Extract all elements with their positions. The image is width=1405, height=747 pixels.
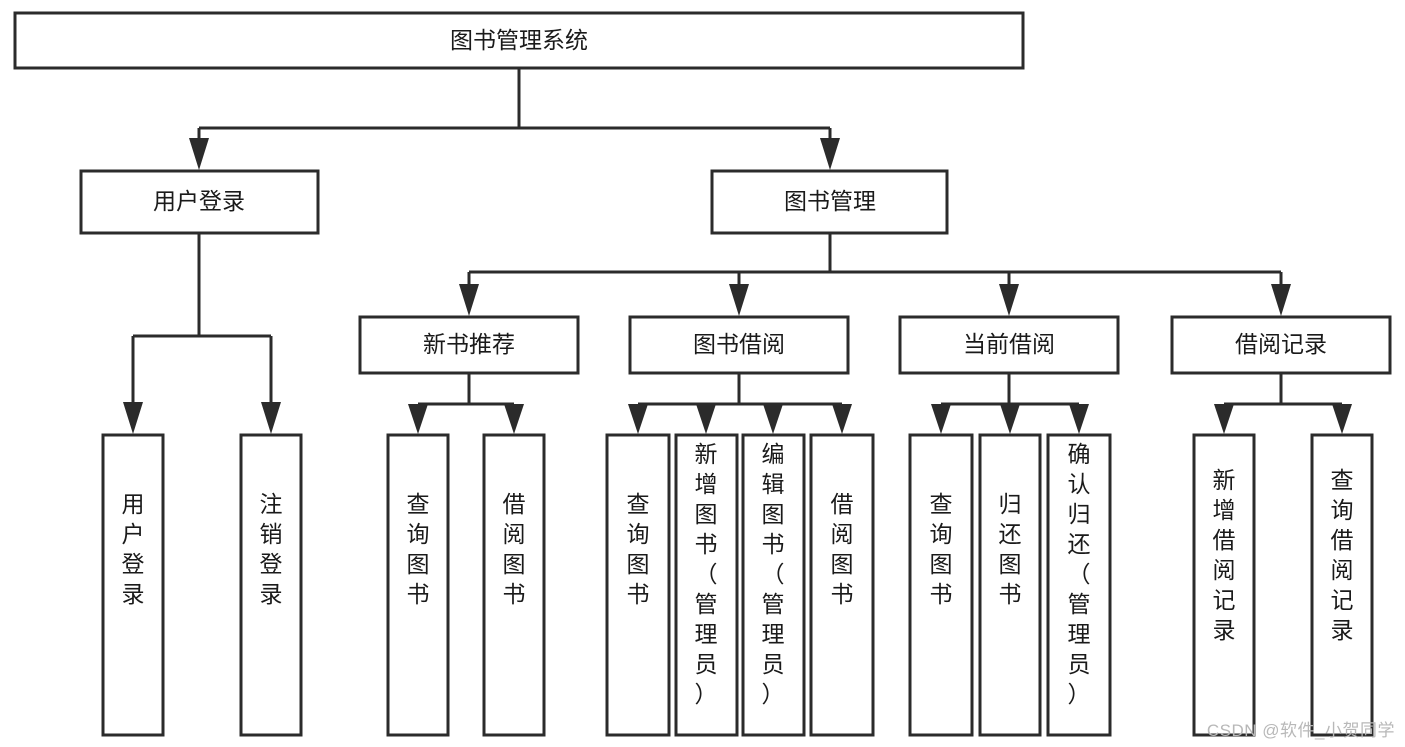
node-root-system[interactable]: 图书管理系统: [13, 11, 1025, 70]
arrowhead-leaf-user-login: [123, 402, 143, 434]
arrowhead-current-borrow: [999, 284, 1019, 316]
leaf-add-book-admin[interactable]: 新增图书（管理员）: [674, 433, 739, 737]
leaf-box-edit-book-admin[interactable]: [741, 433, 806, 737]
node-label-book-borrow: 图书借阅: [693, 331, 785, 357]
node-label-new-book-recommend: 新书推荐: [423, 331, 515, 357]
leaf-box-confirm-return-admin[interactable]: [1046, 433, 1112, 737]
node-box-new-book-recommend[interactable]: [358, 315, 580, 375]
node-label-root: 图书管理系统: [450, 27, 588, 53]
leaf-box-return-book[interactable]: [978, 433, 1042, 737]
leaf-add-borrow-record[interactable]: 新增借阅记录: [1192, 433, 1256, 737]
leaf-label-borrow-book: 借阅图书: [831, 491, 854, 607]
arrowhead-bookborrow-leaf-1: [628, 404, 648, 434]
leaf-confirm-return-admin[interactable]: 确认归还（管理员）: [1046, 433, 1112, 737]
leaf-box-borrow-book-newrec[interactable]: [482, 433, 546, 737]
leaf-query-borrow-record[interactable]: 查询借阅记录: [1310, 433, 1374, 737]
leaf-box-add-book-admin[interactable]: [674, 433, 739, 737]
arrowhead-bookborrow-leaf-3: [763, 404, 783, 434]
leaf-label-query-borrow-record: 查询借阅记录: [1331, 467, 1354, 643]
leaf-box-user-login[interactable]: [101, 433, 165, 737]
leaf-user-login[interactable]: 用户登录: [101, 433, 165, 737]
leaf-box-add-borrow-record[interactable]: [1192, 433, 1256, 737]
arrowhead-borrow-record: [1271, 284, 1291, 316]
leaf-label-query-book-current: 查询图书: [930, 491, 953, 607]
node-label-user-login: 用户登录: [153, 188, 245, 214]
leaf-query-book-newrec[interactable]: 查询图书: [386, 433, 450, 737]
leaf-box-borrow-book[interactable]: [809, 433, 875, 737]
node-box-root[interactable]: [13, 11, 1025, 70]
leaf-label-edit-book-admin: 编辑图书（管理员）: [762, 441, 785, 707]
leaf-return-book[interactable]: 归还图书: [978, 433, 1042, 737]
arrowhead-bookborrow-leaf-4: [832, 404, 852, 434]
arrowhead-currentborrow-leaf-1: [931, 404, 951, 434]
leaf-borrow-book-newrec[interactable]: 借阅图书: [482, 433, 546, 737]
leaf-label-confirm-return-admin: 确认归还（管理员）: [1068, 441, 1091, 707]
arrowhead-newbook-leaf-2: [504, 404, 524, 434]
node-new-book-recommend[interactable]: 新书推荐: [358, 315, 580, 375]
node-box-borrow-record[interactable]: [1170, 315, 1392, 375]
leaf-box-query-borrow-record[interactable]: [1310, 433, 1374, 737]
leaf-label-add-borrow-record: 新增借阅记录: [1213, 467, 1236, 643]
arrowhead-leaf-logout: [261, 402, 281, 434]
leaf-box-logout[interactable]: [239, 433, 303, 737]
leaf-borrow-book[interactable]: 借阅图书: [809, 433, 875, 737]
node-label-borrow-record: 借阅记录: [1235, 331, 1327, 357]
arrowhead-currentborrow-leaf-2: [1000, 404, 1020, 434]
leaf-label-user-login: 用户登录: [122, 491, 145, 607]
connector-layer: [123, 68, 1352, 434]
node-book-management[interactable]: 图书管理: [710, 169, 949, 235]
arrowhead-bookborrow-leaf-2: [696, 404, 716, 434]
node-box-current-borrow[interactable]: [898, 315, 1120, 375]
arrowhead-book-mgmt: [820, 138, 840, 170]
node-box-book-borrow[interactable]: [628, 315, 850, 375]
arrowhead-newbook-leaf-1: [408, 404, 428, 434]
node-box-user-login[interactable]: [79, 169, 320, 235]
node-user-login[interactable]: 用户登录: [79, 169, 320, 235]
node-borrow-record[interactable]: 借阅记录: [1170, 315, 1392, 375]
leaf-logout[interactable]: 注销登录: [239, 433, 303, 737]
node-current-borrow[interactable]: 当前借阅: [898, 315, 1120, 375]
arrowhead-book-borrow: [729, 284, 749, 316]
leaf-query-book-current[interactable]: 查询图书: [908, 433, 974, 737]
leaf-edit-book-admin[interactable]: 编辑图书（管理员）: [741, 433, 806, 737]
node-box-book-management[interactable]: [710, 169, 949, 235]
arrowhead-new-book-rec: [459, 284, 479, 316]
leaf-query-book-borrow[interactable]: 查询图书: [605, 433, 671, 737]
arrowhead-borrowrecord-leaf-2: [1332, 404, 1352, 434]
node-label-current-borrow: 当前借阅: [963, 331, 1055, 357]
leaf-label-logout: 注销登录: [260, 491, 283, 607]
leaf-label-query-book-newrec: 查询图书: [407, 491, 430, 607]
node-book-borrow[interactable]: 图书借阅: [628, 315, 850, 375]
arrowhead-currentborrow-leaf-3: [1069, 404, 1089, 434]
arrowhead-borrowrecord-leaf-1: [1214, 404, 1234, 434]
leaf-label-query-book-borrow: 查询图书: [627, 491, 650, 607]
leaf-box-query-book-borrow[interactable]: [605, 433, 671, 737]
leaf-box-query-book-newrec[interactable]: [386, 433, 450, 737]
leaf-label-add-book-admin: 新增图书（管理员）: [695, 441, 718, 707]
arrowhead-user-login: [189, 138, 209, 170]
node-label-book-management: 图书管理: [784, 188, 876, 214]
leaf-label-return-book: 归还图书: [999, 491, 1022, 607]
leaf-label-borrow-book-newrec: 借阅图书: [503, 491, 526, 607]
leaf-box-query-book-current[interactable]: [908, 433, 974, 737]
